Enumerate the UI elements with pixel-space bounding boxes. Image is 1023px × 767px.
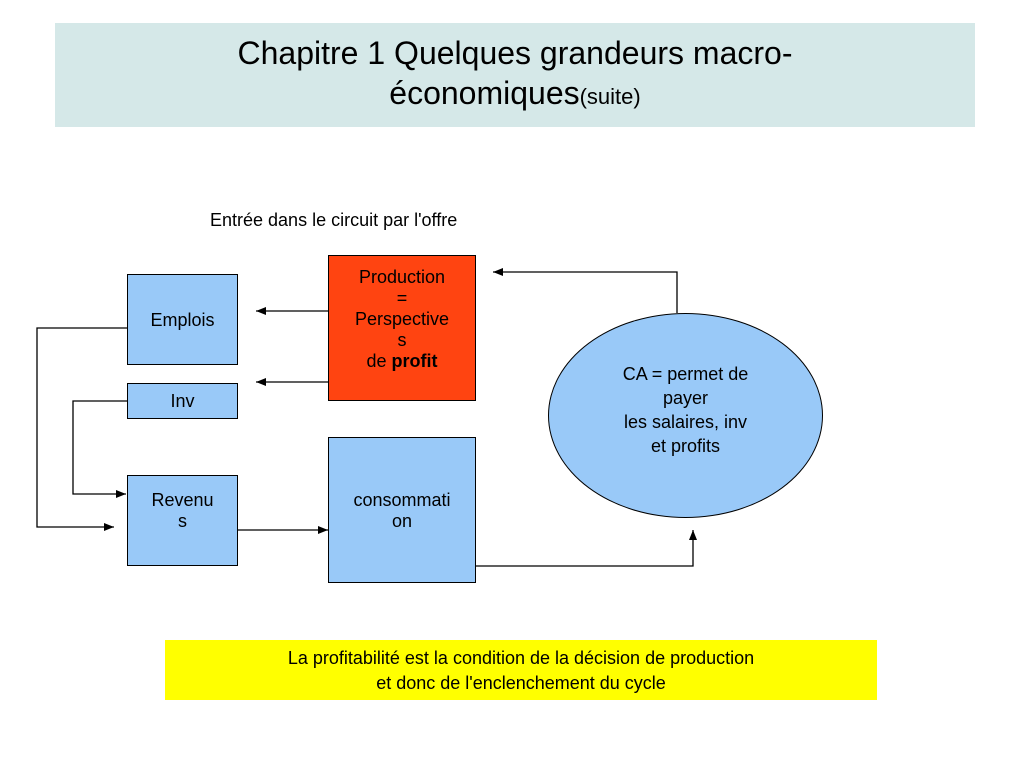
node-production-line-4: s [397,330,407,350]
title-line-2: économiques(suite) [55,73,975,117]
node-consommation-line-2: on [391,511,413,531]
node-production-line-3: Perspective [354,309,450,329]
node-revenus-line-1: Revenu [151,490,214,510]
arrow-ca-to-production [493,268,678,313]
node-emplois-label: Emplois [150,310,215,330]
conclusion-note: La profitabilité est la condition de la … [165,640,877,700]
node-production-line-2: = [396,288,408,308]
node-production-line-5: de profit [329,351,475,372]
node-ca-line-3: les salaires, inv [623,412,748,432]
title-main-word: économiques [389,75,580,111]
node-emplois: Emplois [127,274,238,365]
node-production-bold-word: profit [391,351,438,371]
note-line-2: et donc de l'enclenchement du cycle [376,673,666,693]
node-inv: Inv [127,383,238,419]
slide-title: Chapitre 1 Quelques grandeurs macro- éco… [55,23,975,127]
arrow-inv-to-revenus [72,400,127,498]
node-production-line-1: Production [358,267,446,287]
node-ca-line-4: et profits [650,436,721,456]
node-consommation-line-1: consommati [353,490,451,510]
node-ca-line-1: CA = permet de [622,364,749,384]
node-revenus-line-2: s [178,511,187,531]
node-revenus: Revenu s [127,475,238,566]
node-ca-line-2: payer [662,388,709,408]
node-consommation: consommati on [328,437,476,583]
title-line-1: Chapitre 1 Quelques grandeurs macro- [237,35,793,71]
node-inv-label: Inv [170,391,195,411]
diagram-subtitle: Entrée dans le circuit par l'offre [210,210,458,230]
node-production-prefix: de [366,351,392,371]
arrow-emplois-to-revenus [36,327,127,531]
title-suffix: (suite) [579,84,641,109]
arrow-consommation-to-ca [476,530,697,567]
node-production: Production = Perspective s de profit [328,255,476,401]
note-line-1: La profitabilité est la condition de la … [287,648,755,668]
node-ca: CA = permet de payer les salaires, inv e… [548,313,823,518]
